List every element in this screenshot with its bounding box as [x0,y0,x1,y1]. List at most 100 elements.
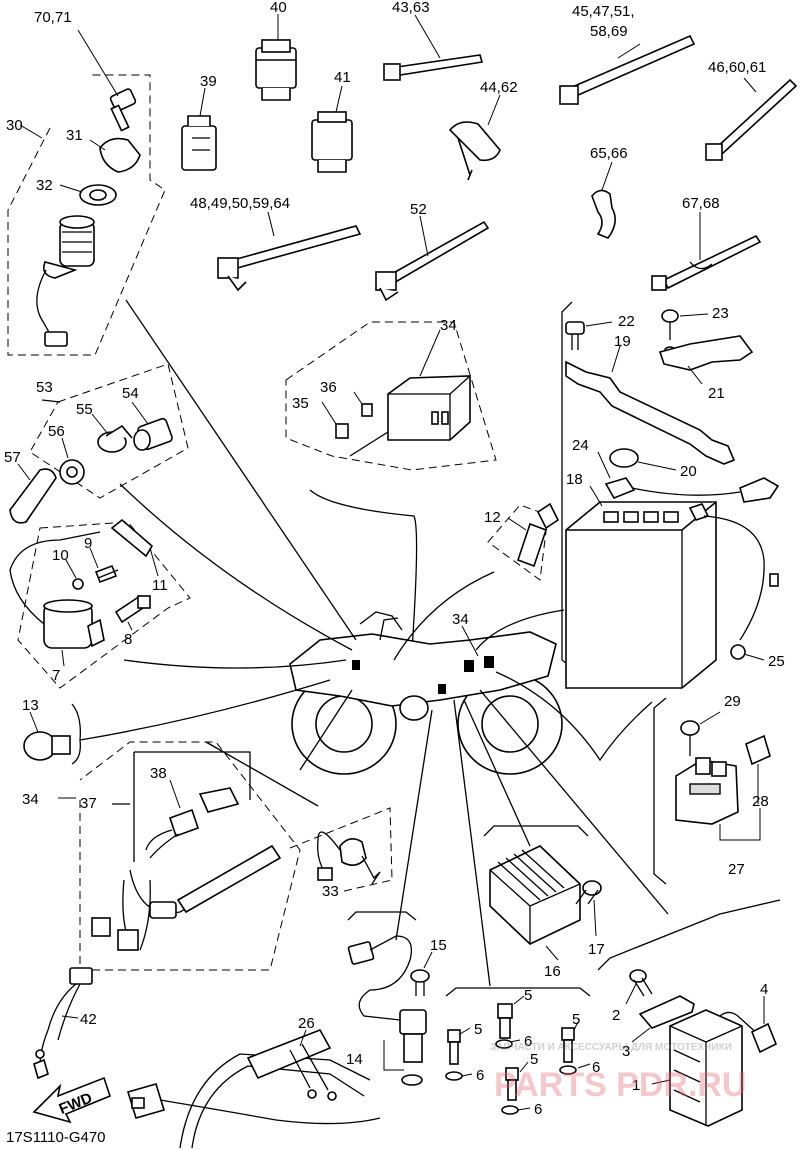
callout-3: 3 [622,1043,630,1060]
spark-plug-cap-11 [110,518,154,558]
breather-24 [604,477,636,500]
callout-12: 12 [484,509,501,526]
callout-53: 53 [36,379,53,396]
ignition-cover [99,137,141,173]
callout-38: 38 [150,765,167,782]
ignition-switch-body [42,215,95,279]
sensor-5-a [497,1003,513,1039]
ignition-connector [44,331,68,347]
sensor-group-5-6: 5 5 5 5 6 6 6 6 [445,987,600,1118]
callout-5-a: 5 [524,987,532,1004]
washer-6-a [495,1039,513,1049]
battery-group: 22 23 21 19 20 24 [561,301,785,689]
callout-36: 36 [320,379,337,396]
bolt-8 [114,594,151,624]
ignition-key [109,88,137,132]
callout-17: 17 [588,941,605,958]
fuse-box [387,375,471,441]
callout-6-a: 6 [524,1033,532,1050]
callout-29: 29 [724,693,741,710]
bolt-17 [575,880,602,905]
washer-6-d [501,1105,519,1115]
screw-15 [410,969,430,996]
dc-socket-54 [133,417,173,451]
callout-30: 30 [6,117,23,134]
callout-15: 15 [430,937,447,954]
thermo-switch-13: 13 [22,697,81,765]
callout-24: 24 [572,437,589,454]
callout-19: 19 [614,333,631,350]
relay-39: 39 [181,73,217,171]
watermark: ЗАПЧАСТИ И АКСЕССУАРЫ ДЛЯ МОТОТЕХНИКИ PA… [490,1042,747,1104]
main-harness-26: 26 [126,1015,381,1149]
callout-10: 10 [52,547,69,564]
callout-67-68: 67,68 [682,195,720,212]
callout-45-47-51: 45,47,51, [572,3,635,20]
callout-34-harness: 34 [22,791,39,808]
ignition-coil-7 [43,599,105,649]
battery-lead-25 [703,515,765,641]
callout-34-fuse: 34 [440,317,457,334]
relay-40: 40 [255,0,297,101]
fwd-arrow: FWD [32,1076,111,1124]
callout-22: 22 [618,313,635,330]
sensor-12: 12 [484,502,560,581]
callout-35: 35 [292,395,309,412]
bracket-21 [658,335,754,371]
bracket-3 [638,995,695,1029]
cable-tie-67-68: 67,68 [651,195,762,291]
watermark-site: PARTS PDR.RU [494,1066,747,1104]
cable-tie-45-47-51: 45,47,51, 58,69 [559,3,696,105]
ignition-coil-group: 11 10 9 8 7 [9,518,191,689]
callout-5-b: 5 [474,1021,482,1038]
bolt-2 [629,969,653,997]
callout-31: 31 [66,127,83,144]
callout-42: 42 [80,1011,97,1028]
callout-6-d: 6 [534,1101,542,1118]
bolt-22: 22 [565,313,635,350]
callout-1: 1 [632,1077,640,1094]
callout-5-d: 5 [530,1051,538,1068]
callout-33: 33 [322,883,339,900]
wire-harness-group: 34 37 38 [22,741,301,971]
callout-41: 41 [334,69,351,86]
callout-55: 55 [76,401,93,418]
socket-group: 53 54 55 56 57 [4,363,189,524]
battery-18 [565,501,717,689]
callout-28: 28 [752,793,769,810]
callout-20: 20 [680,463,697,480]
callout-11: 11 [152,577,168,594]
callout-13: 13 [22,697,39,714]
speed-sensor-14 [399,1009,427,1086]
relay-41: 41 [311,69,353,173]
callout-56: 56 [48,423,65,440]
callout-54: 54 [122,385,139,402]
callout-23: 23 [712,305,729,322]
atv-vehicle [289,611,563,775]
callout-21: 21 [708,385,725,402]
callout-39: 39 [200,73,217,90]
callout-40: 40 [270,0,287,16]
sub-harness-38 [145,787,240,859]
callout-6-c: 6 [592,1059,600,1076]
battery-band-19 [565,360,736,465]
bolt-9 [94,564,119,584]
bolt-29: 29 [680,693,741,756]
callout-32: 32 [36,177,53,194]
cable-clamp-44-62: 44,62 [448,79,518,181]
fuse-36 [361,403,373,417]
lead-42: 42 [33,967,97,1080]
connection-lines [79,299,669,987]
cable-tie-43-63: 43,63 [383,0,484,81]
cable-tie-48-64: 48,49,50,59,64 [190,195,362,292]
callout-9: 9 [84,535,92,552]
washer-6-b [445,1071,463,1081]
starter-relay-group: 29 28 27 [653,693,771,885]
cdi-unit-group: 2 3 1 4 [597,899,781,1127]
callout-48-64: 48,49,50,59,64 [190,195,290,212]
speed-sensor-group: 15 14 [346,911,447,1086]
rectifier-16: 16 17 [483,825,605,980]
callout-18: 18 [566,471,583,488]
callout-43-63: 43,63 [392,0,430,16]
